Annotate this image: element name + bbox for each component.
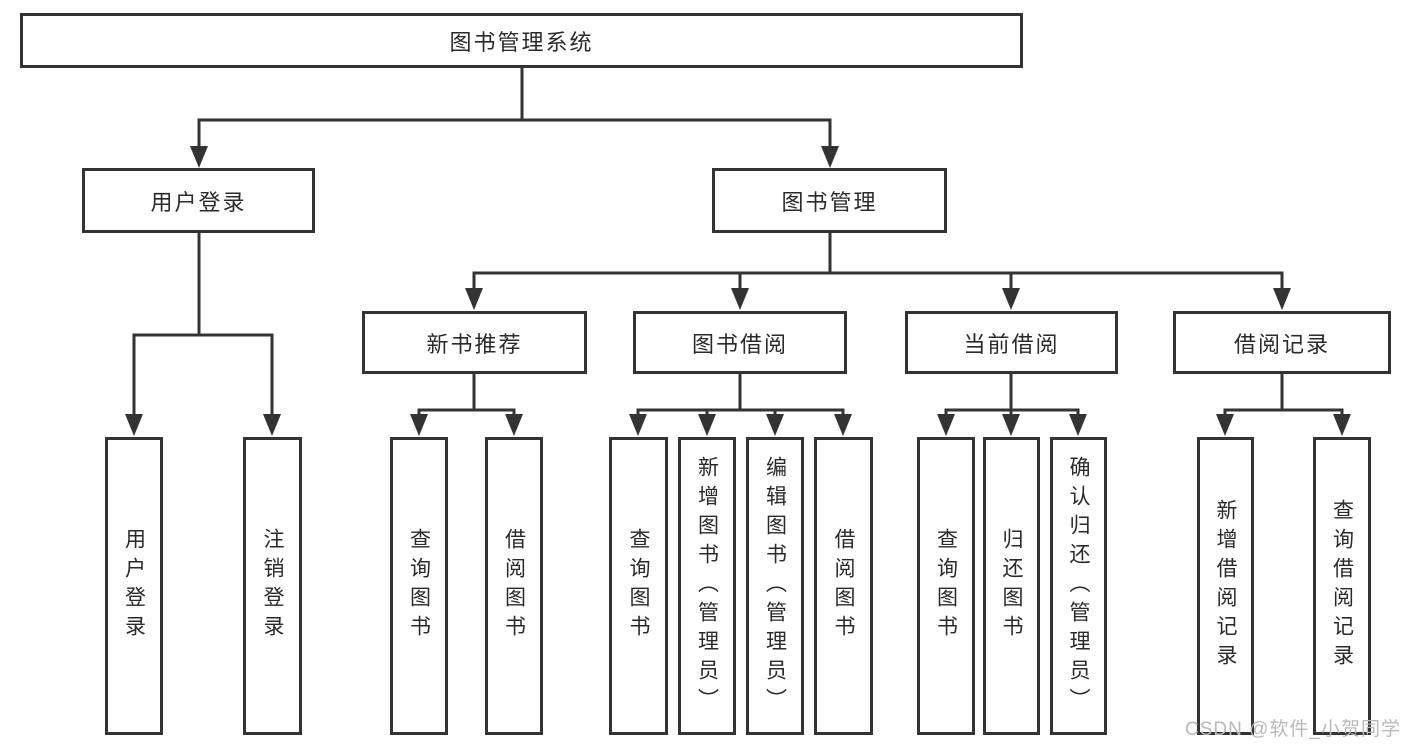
node-leaf-borrow-books-1: 借阅图书 [485, 437, 543, 735]
node-new-book-recommend: 新书推荐 [362, 311, 587, 374]
node-leaf-edit-books-admin: 编辑图书（管理员） [746, 437, 804, 735]
node-leaf-add-books-admin: 新增图书（管理员） [678, 437, 736, 735]
node-book-borrow: 图书借阅 [633, 311, 847, 374]
arrowheads-borrow-records-leaves [1216, 414, 1351, 436]
connector-root-to-level2 [197, 66, 832, 152]
connector-book-borrow-to-leaves [636, 372, 845, 418]
connector-new-book-recommend-to-leaves [417, 372, 516, 418]
arrowheads-current-borrow-leaves [937, 414, 1087, 436]
node-leaf-return-books: 归还图书 [983, 437, 1040, 735]
arrowheads-new-book-leaves [410, 414, 523, 436]
connector-book-management-to-level3 [472, 231, 1284, 292]
arrowheads-level3 [465, 288, 1291, 310]
connector-borrow-records-to-leaves [1223, 372, 1344, 418]
connector-user-login-to-leaves [132, 231, 274, 417]
arrowheads-user-login-leaves [125, 414, 281, 436]
node-user-login: 用户登录 [82, 168, 315, 233]
node-leaf-query-books-1: 查询图书 [390, 437, 448, 735]
node-leaf-query-books-2: 查询图书 [609, 437, 668, 735]
connector-current-borrow-to-leaves [944, 372, 1080, 418]
node-library-management-system: 图书管理系统 [20, 13, 1023, 68]
node-current-borrow: 当前借阅 [905, 311, 1118, 374]
node-leaf-logout: 注销登录 [243, 437, 302, 735]
node-borrow-records: 借阅记录 [1173, 311, 1391, 374]
arrowheads-book-borrow-leaves [629, 414, 852, 436]
node-leaf-borrow-books-2: 借阅图书 [814, 437, 873, 735]
node-leaf-query-books-3: 查询图书 [917, 437, 975, 735]
node-leaf-add-borrow-record: 新增借阅记录 [1197, 437, 1254, 735]
node-leaf-confirm-return-admin: 确认归还（管理员） [1050, 437, 1107, 735]
csdn-watermark: CSDN @软件_小贺同学 [1185, 719, 1401, 740]
arrowheads-level2 [190, 146, 839, 168]
node-leaf-user-login: 用户登录 [105, 437, 163, 735]
node-book-management: 图书管理 [712, 168, 947, 233]
node-leaf-query-borrow-record: 查询借阅记录 [1313, 437, 1371, 735]
